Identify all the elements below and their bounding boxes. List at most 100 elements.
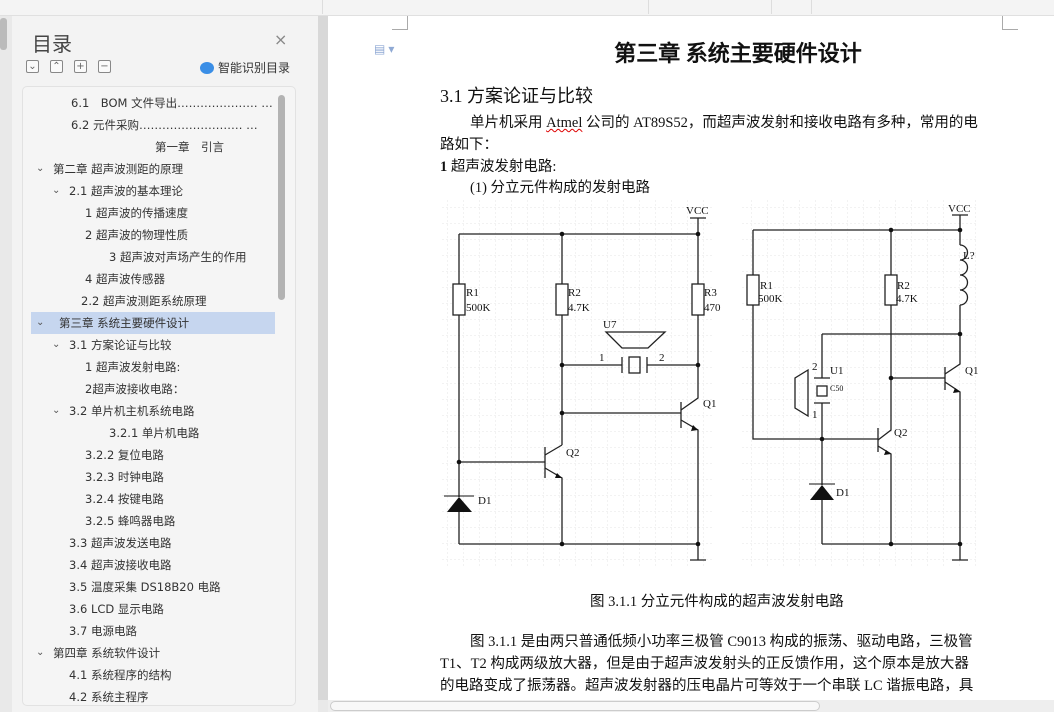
toc-item-label: 3.3 超声波发送电路 <box>69 536 172 550</box>
toc-item[interactable]: 6.1 BOM 文件导出………………… … <box>31 92 275 114</box>
toc-item[interactable]: 2.2 超声波测距系统原理 <box>31 290 275 312</box>
toc-panel: 目录 × ⌄ ⌃ + − 智能识别目录 6.1 BOM 文件导出………………… … <box>12 16 318 712</box>
chevron-down-icon[interactable]: ⌄ <box>36 317 45 328</box>
toc-item-label: 3.6 LCD 显示电路 <box>69 602 164 616</box>
r1-label: R1 <box>466 287 479 299</box>
r2-value: 4.7K <box>896 293 918 305</box>
scrollbar-thumb[interactable] <box>330 701 820 711</box>
toc-item-label: 第一章 引言 <box>155 140 224 154</box>
paragraph-2-line-1: 图 3.1.1 是由两只普通低频小功率三极管 C9013 构成的振荡、驱动电路，… <box>470 634 973 650</box>
u7-label: U7 <box>603 319 617 331</box>
toc-item[interactable]: 4.2 系统主程序 <box>31 686 275 705</box>
toc-item[interactable]: 6.2 元件采购……………………… … <box>31 114 275 136</box>
toc-item[interactable]: 3.4 超声波接收电路 <box>31 554 275 576</box>
subheading-1: 1 超声波发射电路: <box>440 159 557 175</box>
toc-item-label: 2超声波接收电路： <box>85 382 185 396</box>
toc-item[interactable]: ⌄ 3.1 方案论证与比较 <box>31 334 275 356</box>
toc-item[interactable]: 1 超声波发射电路: <box>31 356 275 378</box>
toc-item-label: 3.5 温度采集 DS18B20 电路 <box>69 580 221 594</box>
q2-label: Q2 <box>894 427 907 439</box>
toc-item-label: 3.2.3 时钟电路 <box>85 470 164 484</box>
splitter[interactable] <box>318 16 328 700</box>
toc-item[interactable]: 3.7 电源电路 <box>31 620 275 642</box>
toc-item[interactable]: 2 超声波的物理性质 <box>31 224 275 246</box>
toc-item-label: 1 超声波发射电路: <box>85 360 181 374</box>
chevron-down-icon[interactable]: ⌄ <box>36 647 45 658</box>
toc-item[interactable]: 3 超声波对声场产生的作用 <box>31 246 275 268</box>
toc-item[interactable]: 4.1 系统程序的结构 <box>31 664 275 686</box>
toc-item-label: 3.2.2 复位电路 <box>85 448 164 462</box>
document-icon[interactable]: ▤ ▾ <box>374 42 395 56</box>
toc-item-label: 6.2 元件采购……………………… … <box>71 118 258 132</box>
toc-scrollbar[interactable] <box>278 95 285 300</box>
chevron-down-icon[interactable]: ⌄ <box>52 185 61 196</box>
toc-item[interactable]: 3.5 温度采集 DS18B20 电路 <box>31 576 275 598</box>
toc-item-label: 3.2.5 蜂鸣器电路 <box>85 514 176 528</box>
toc-item[interactable]: ⌄第四章 系统软件设计 <box>31 642 275 664</box>
pin2-label: 2 <box>659 352 665 364</box>
right-circuit-wires <box>746 214 969 561</box>
toc-item-label: 3.1 方案论证与比较 <box>69 338 172 352</box>
q2-label: Q2 <box>566 447 579 459</box>
chevron-down-icon[interactable]: ⌄ <box>52 405 61 416</box>
u1-value: C50 <box>830 384 843 393</box>
toc-title: 目录 <box>32 32 72 56</box>
toc-item-label: 6.1 BOM 文件导出………………… … <box>71 96 273 110</box>
u1-label: U1 <box>830 365 843 377</box>
figure-caption: 图 3.1.1 分立元件构成的超声波发射电路 <box>590 594 844 610</box>
toc-item-label: 3.4 超声波接收电路 <box>69 558 172 572</box>
toc-item[interactable]: 3.2.2 复位电路 <box>31 444 275 466</box>
toc-item-label: 2.1 超声波的基本理论 <box>69 184 183 198</box>
toc-item[interactable]: 3.2.3 时钟电路 <box>31 466 275 488</box>
toc-item-label: 第二章 超声波测距的原理 <box>53 162 184 176</box>
r3-value: 470 <box>704 302 721 314</box>
toc-item-label: 3.2.1 单片机电路 <box>109 426 200 440</box>
toc-item[interactable]: ⌄ 2.1 超声波的基本理论 <box>31 180 275 202</box>
collapse-all-button[interactable]: − <box>98 60 111 73</box>
paragraph-2-line-3: 的电路变成了振荡器。超声波发射器的压电晶片可等效于一个串联 LC 谐振电路，具 <box>440 678 974 694</box>
chevron-down-icon[interactable]: ⌄ <box>52 339 61 350</box>
d1-label: D1 <box>478 495 491 507</box>
toc-item[interactable]: ⌄ 第三章 系统主要硬件设计 <box>31 312 275 334</box>
smart-toc-button[interactable]: 智能识别目录 <box>200 59 290 76</box>
toc-item-label: 第三章 系统主要硬件设计 <box>59 316 190 330</box>
toc-item[interactable]: 2超声波接收电路： <box>31 378 275 400</box>
q1-label: Q1 <box>703 398 716 410</box>
expand-all-button[interactable]: + <box>74 60 87 73</box>
r2-value: 4.7K <box>568 302 590 314</box>
left-circuit-wires <box>452 217 706 561</box>
toc-item[interactable]: ⌄3.2 单片机主机系统电路 <box>31 400 275 422</box>
paragraph-1: 单片机采用 Atmel 公司的 AT89S52，而超声波发射和接收电路有多种，常… <box>470 115 978 131</box>
section-title: 3.1 方案论证与比较 <box>440 86 593 106</box>
spellcheck-word: Atmel <box>546 115 583 131</box>
toc-item[interactable]: 3.2.5 蜂鸣器电路 <box>31 510 275 532</box>
ai-icon <box>200 61 214 74</box>
horizontal-scrollbar[interactable] <box>328 700 1054 712</box>
left-circuit-marks <box>444 231 701 547</box>
pin1-label: 1 <box>599 352 605 364</box>
r3-label: R3 <box>704 287 717 299</box>
toc-item[interactable]: ⌄ 第二章 超声波测距的原理 <box>31 158 275 180</box>
pin1-label: 1 <box>812 409 818 421</box>
toc-item[interactable]: 3.2.4 按键电路 <box>31 488 275 510</box>
toc-item[interactable]: 3.3 超声波发送电路 <box>31 532 275 554</box>
toc-item[interactable]: 1 超声波的传播速度 <box>31 202 275 224</box>
top-ruler <box>0 0 1054 16</box>
toc-item[interactable]: 第一章 引言 <box>31 136 275 158</box>
close-icon[interactable]: × <box>274 30 288 49</box>
d1-label: D1 <box>836 487 849 499</box>
toc-item[interactable]: 3.6 LCD 显示电路 <box>31 598 275 620</box>
chapter-title: 第三章 系统主要硬件设计 <box>614 41 862 66</box>
paragraph-1-cont: 路如下： <box>440 137 498 153</box>
r2-label: R2 <box>897 280 910 292</box>
toc-item-label: 4 超声波传感器 <box>85 272 165 286</box>
collapse-up-button[interactable]: ⌃ <box>50 60 63 73</box>
chevron-down-icon[interactable]: ⌄ <box>36 163 45 174</box>
toc-item[interactable]: 3.2.1 单片机电路 <box>31 422 275 444</box>
outer-scrollbar[interactable] <box>0 18 7 50</box>
toc-item[interactable]: 4 超声波传感器 <box>31 268 275 290</box>
subheading-1-1: (1) 分立元件构成的发射电路 <box>470 180 651 196</box>
r1-label: R1 <box>760 280 773 292</box>
expand-down-button[interactable]: ⌄ <box>26 60 39 73</box>
toc-item-label: 1 超声波的传播速度 <box>85 206 188 220</box>
